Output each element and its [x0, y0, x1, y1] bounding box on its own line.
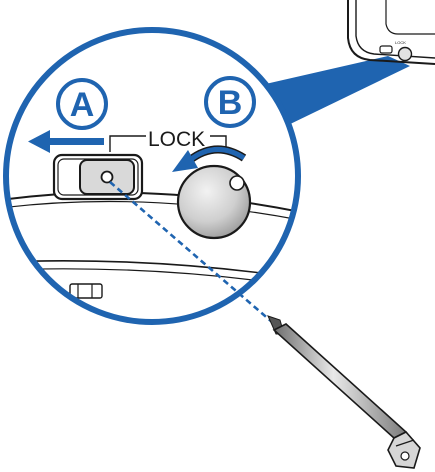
badge-b-label: B: [218, 84, 243, 122]
switch-hole: [100, 170, 114, 184]
magnified-view: [3, 27, 301, 325]
guide-line: [109, 181, 273, 323]
small-knob: [397, 46, 413, 62]
knob-indicator: [229, 175, 245, 191]
badge-a-label: A: [70, 86, 95, 124]
device-overview: LOCK: [347, 0, 435, 65]
badge-b: B: [204, 76, 256, 128]
lock-label: LOCK: [148, 128, 205, 151]
small-lock-label: LOCK: [395, 40, 406, 45]
callout-wedge: [248, 56, 410, 128]
knob: [176, 164, 252, 240]
slide-arrow: [28, 130, 104, 153]
rotate-arrow: [172, 145, 247, 172]
lock-switch: [52, 153, 144, 201]
stylus: [267, 315, 421, 469]
badge-a: A: [56, 78, 108, 130]
